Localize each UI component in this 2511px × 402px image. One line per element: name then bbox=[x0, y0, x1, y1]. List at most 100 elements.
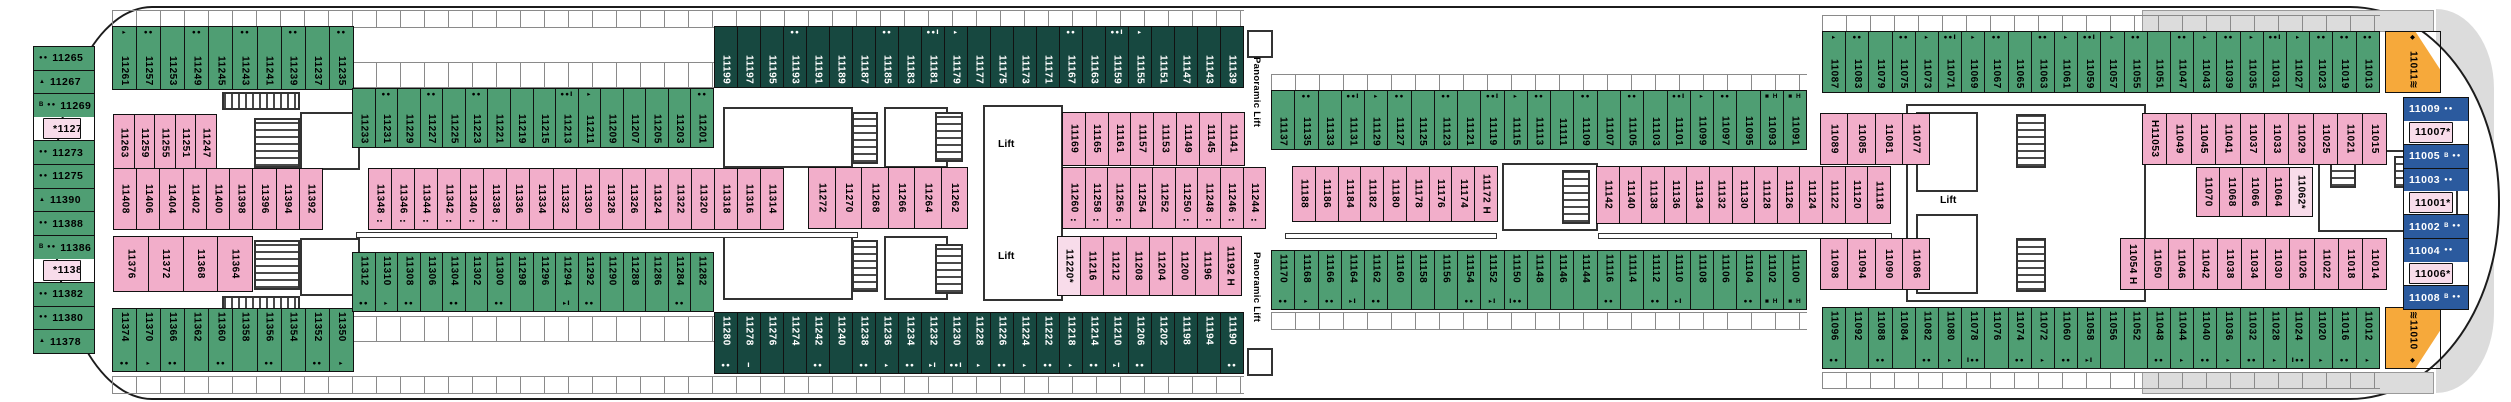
cabin-11234: 11234●● bbox=[898, 313, 921, 373]
cabin-11109: ●●11109 bbox=[1573, 91, 1597, 149]
cabin-number: 11154 bbox=[1463, 254, 1475, 284]
cabin-11138: 11138 bbox=[1641, 167, 1664, 223]
cabin-11164: 11164▸Ⅰ bbox=[1340, 251, 1365, 309]
cabin-number: 11001* bbox=[2415, 196, 2451, 209]
cabin-11173: 11173 bbox=[1013, 27, 1036, 87]
cabin-11242: 11242●● bbox=[806, 313, 829, 373]
cabin-number: 11259 bbox=[138, 128, 150, 158]
cabin-11107: 11107 bbox=[1596, 91, 1620, 149]
cabin-11165: 11165 bbox=[1084, 113, 1108, 165]
cabin-11156: 11156 bbox=[1433, 251, 1458, 309]
cabin-11298: 11298 bbox=[509, 253, 533, 311]
panoramic-lift-shaft bbox=[1247, 30, 1273, 58]
cabin-11097: ●●11097 bbox=[1713, 91, 1737, 149]
cabin-11032: 11032●● bbox=[2239, 308, 2263, 368]
cabin-number: 11130 bbox=[1737, 180, 1749, 210]
cabin-11018: 11018 bbox=[2337, 239, 2362, 289]
cabin-number: 11007* bbox=[2415, 126, 2451, 139]
sofa-icon: ▪▪ bbox=[1183, 216, 1190, 224]
sofa-icon: ▪▪ bbox=[492, 217, 499, 225]
cabin-11167: ●●11167 bbox=[1059, 27, 1082, 87]
bunk-dots-icon: Ⅰ●● bbox=[1966, 357, 1980, 364]
balcony-strip bbox=[112, 376, 1244, 394]
cabin-11232: 11232▸Ⅰ bbox=[921, 313, 944, 373]
cabin-11402: 11402 bbox=[182, 169, 206, 229]
cabin-11015: 11015 bbox=[2361, 114, 2387, 164]
stairs-icon bbox=[2016, 114, 2046, 168]
cabin-number: 11049 bbox=[2173, 124, 2185, 154]
cabin-11192: 11192 H bbox=[1218, 237, 1241, 295]
cabin-number: 11186 bbox=[1321, 179, 1333, 209]
cabin-number: 11061 bbox=[2060, 59, 2072, 89]
cabin-number: 11085 bbox=[1855, 124, 1867, 154]
cabin-number: 11030 bbox=[2272, 249, 2284, 279]
cabin-number: 11114 bbox=[1626, 254, 1638, 283]
dots-icon: ●● bbox=[1301, 93, 1312, 100]
dots-icon: ●● bbox=[2061, 357, 2072, 364]
cabin-11068: 11068 bbox=[2219, 168, 2243, 216]
cabin-number: 11270 bbox=[842, 183, 854, 213]
cabin-11191: 11191 bbox=[806, 27, 829, 87]
cabin-number: 11346 bbox=[397, 184, 409, 214]
cabin-number: 11047 bbox=[2176, 59, 2188, 89]
cabin-11273: ●●11273 bbox=[34, 140, 94, 164]
cabin-number: 11136 bbox=[1670, 180, 1682, 210]
cabin-11090: 11090 bbox=[1874, 239, 1902, 289]
cabin-number: 11113 bbox=[1533, 117, 1545, 146]
cabin-11128: 11128 bbox=[1754, 167, 1777, 223]
sq-h-icon: ■ H bbox=[1765, 298, 1779, 305]
tri-icon: ▸ bbox=[2365, 357, 2370, 364]
cabin-number: 11091 bbox=[1789, 116, 1801, 146]
dots-bunk-icon: ●●Ⅰ bbox=[560, 91, 574, 98]
cabin-11204: 11204 bbox=[1149, 237, 1172, 295]
balcony-strip bbox=[1822, 15, 2380, 32]
tri-icon: ▸ bbox=[1374, 93, 1379, 100]
cabin-11233: 11233 bbox=[353, 89, 375, 147]
cabin-number: 11352 bbox=[311, 312, 323, 342]
cabin-number: 11207 bbox=[629, 114, 641, 144]
dots-icon: ●● bbox=[1066, 29, 1076, 36]
cabin-11022: 11022 bbox=[2313, 239, 2338, 289]
cabin-number: 11174 bbox=[1457, 179, 1469, 209]
cabin-11110: 11110▸Ⅰ bbox=[1666, 251, 1690, 309]
cabin-number: 11240 bbox=[835, 316, 847, 346]
cabin-number: 11008 bbox=[2409, 291, 2441, 304]
lift-label: Lift bbox=[1940, 194, 1957, 206]
cabin-11040: 11040●● bbox=[2193, 308, 2217, 368]
cabin-11250: 11250▪▪ bbox=[1174, 168, 1198, 228]
cabin-11163: 11163 bbox=[1082, 27, 1105, 87]
cabin-number: 11173 bbox=[1019, 54, 1031, 84]
cabin-11154: 11154●● bbox=[1457, 251, 1481, 309]
cabin-number: 11376 bbox=[125, 249, 137, 279]
cabin-number: 11129 bbox=[1370, 116, 1382, 146]
cabin-number: 11059 bbox=[2083, 59, 2095, 89]
cabin-11039: ●●11039 bbox=[2216, 32, 2240, 92]
cabin-number: 11198 bbox=[1180, 316, 1192, 346]
dots-bunk-icon: ●●Ⅰ bbox=[1110, 29, 1124, 36]
dots-icon: ●● bbox=[997, 362, 1007, 369]
cabin-number: 11110 bbox=[1673, 254, 1685, 283]
cabin-11050: 11050 bbox=[2144, 239, 2169, 289]
dots-icon: ●● bbox=[859, 362, 869, 369]
cabin-number: 11162 bbox=[1370, 254, 1382, 284]
cabin-11226: 11226●● bbox=[990, 313, 1013, 373]
cabin-11394: 11394 bbox=[275, 169, 299, 229]
cabin-number: 11004 bbox=[2409, 244, 2441, 257]
cabin-11004: 11004●● bbox=[2404, 238, 2468, 263]
cabin-number: 11097 bbox=[1719, 116, 1731, 146]
cabin-11003: 11003●● bbox=[2404, 167, 2468, 192]
dots-icon: ●● bbox=[1441, 93, 1451, 100]
cabin-number: 11122 bbox=[1828, 180, 1840, 210]
cabin-number: 11126 bbox=[1783, 180, 1795, 210]
cabin-number: 11276 bbox=[766, 316, 778, 346]
cabin-number: 11188 bbox=[1298, 179, 1310, 209]
cabin-number: 11265 bbox=[52, 52, 84, 65]
cabin-number: 11237 bbox=[311, 56, 323, 86]
cabin-number: 11090 bbox=[1883, 249, 1895, 279]
cabin-11386: B ●●11386 bbox=[34, 235, 94, 259]
panoramic-lift-shaft bbox=[1247, 348, 1273, 376]
cabin-11060: 11060●● bbox=[2054, 308, 2078, 368]
